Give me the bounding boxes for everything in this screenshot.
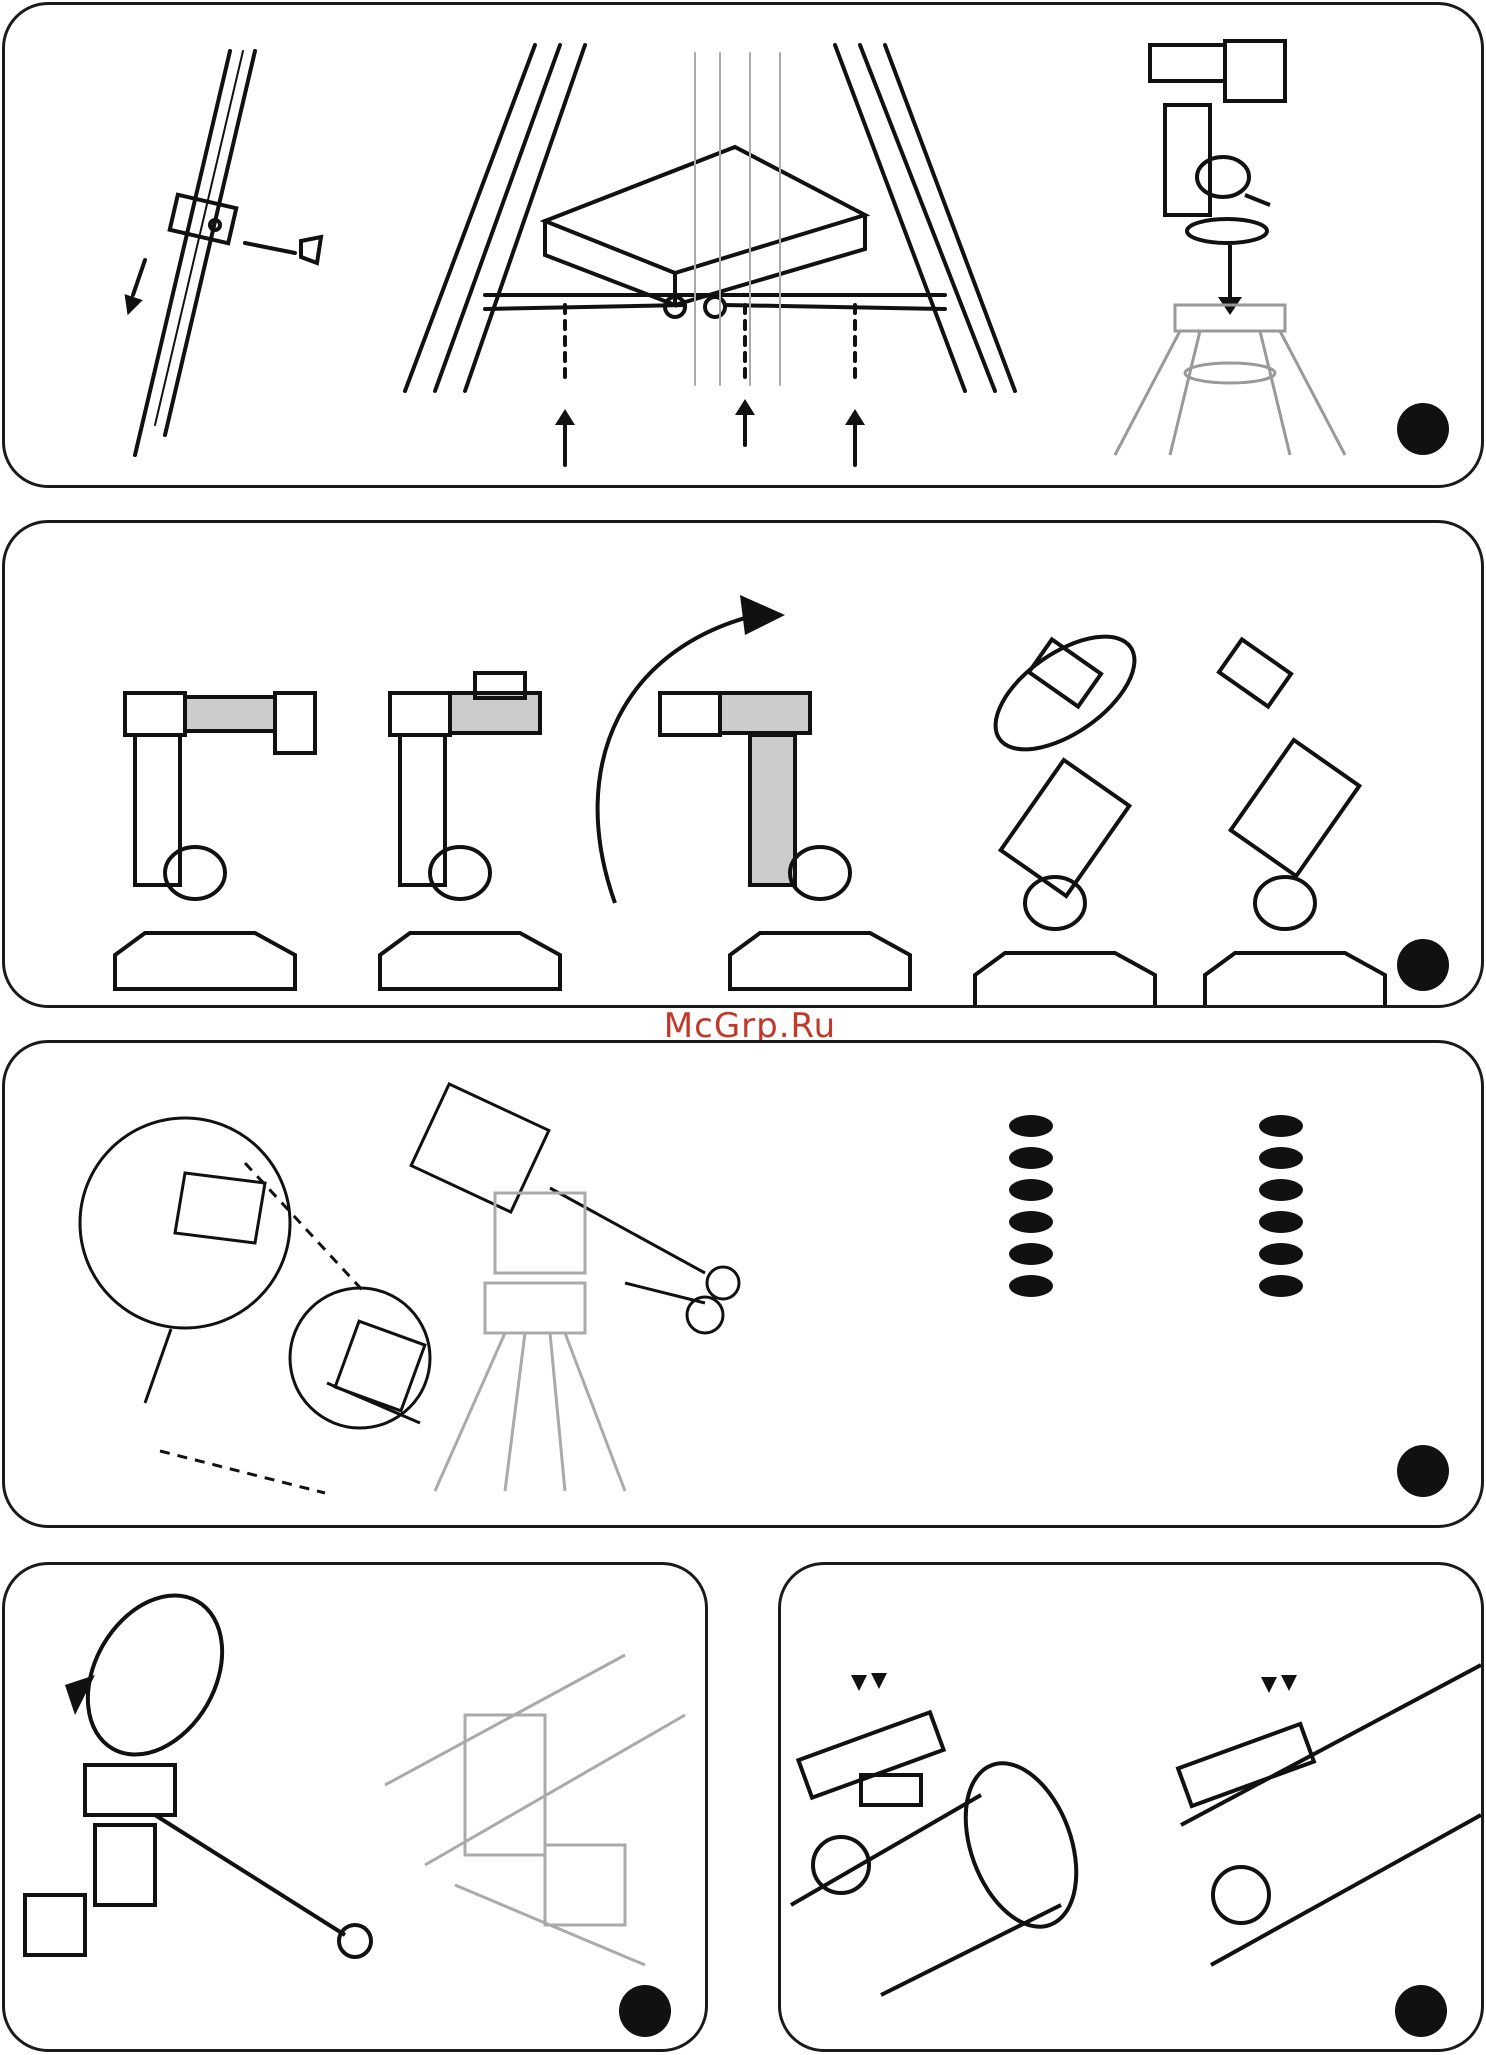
step-marker-1 <box>1397 403 1449 455</box>
tube-ring-illustration <box>5 1565 708 2052</box>
tripod-assembly-illustration <box>5 5 1484 488</box>
bullet-marker <box>1259 1179 1303 1201</box>
bullet-marker <box>1259 1211 1303 1233</box>
mount-orientation-illustration <box>5 523 1484 1008</box>
bullet-marker <box>1259 1147 1303 1169</box>
bullet-list-left <box>1009 1115 1053 1307</box>
bullet-marker <box>1009 1275 1053 1297</box>
panel-mount-orientation <box>2 520 1484 1008</box>
step-marker-4 <box>619 1985 671 2037</box>
bullet-marker <box>1009 1179 1053 1201</box>
step-marker-2 <box>1397 939 1449 991</box>
bullet-marker <box>1009 1211 1053 1233</box>
panel-finder-scope <box>778 1562 1484 2052</box>
finder-scope-illustration <box>781 1565 1484 2052</box>
bullet-marker <box>1259 1275 1303 1297</box>
bullet-marker <box>1009 1243 1053 1265</box>
bullet-marker <box>1259 1115 1303 1137</box>
panel-tube-rings <box>2 1562 708 2052</box>
bullet-marker <box>1009 1115 1053 1137</box>
bullet-marker <box>1259 1243 1303 1265</box>
panel-tripod-assembly <box>2 2 1484 488</box>
panel-counterweight <box>2 1040 1484 1528</box>
bullet-list-right <box>1259 1115 1303 1307</box>
step-marker-5 <box>1395 1985 1447 2037</box>
step-marker-3 <box>1397 1445 1449 1497</box>
bullet-marker <box>1009 1147 1053 1169</box>
